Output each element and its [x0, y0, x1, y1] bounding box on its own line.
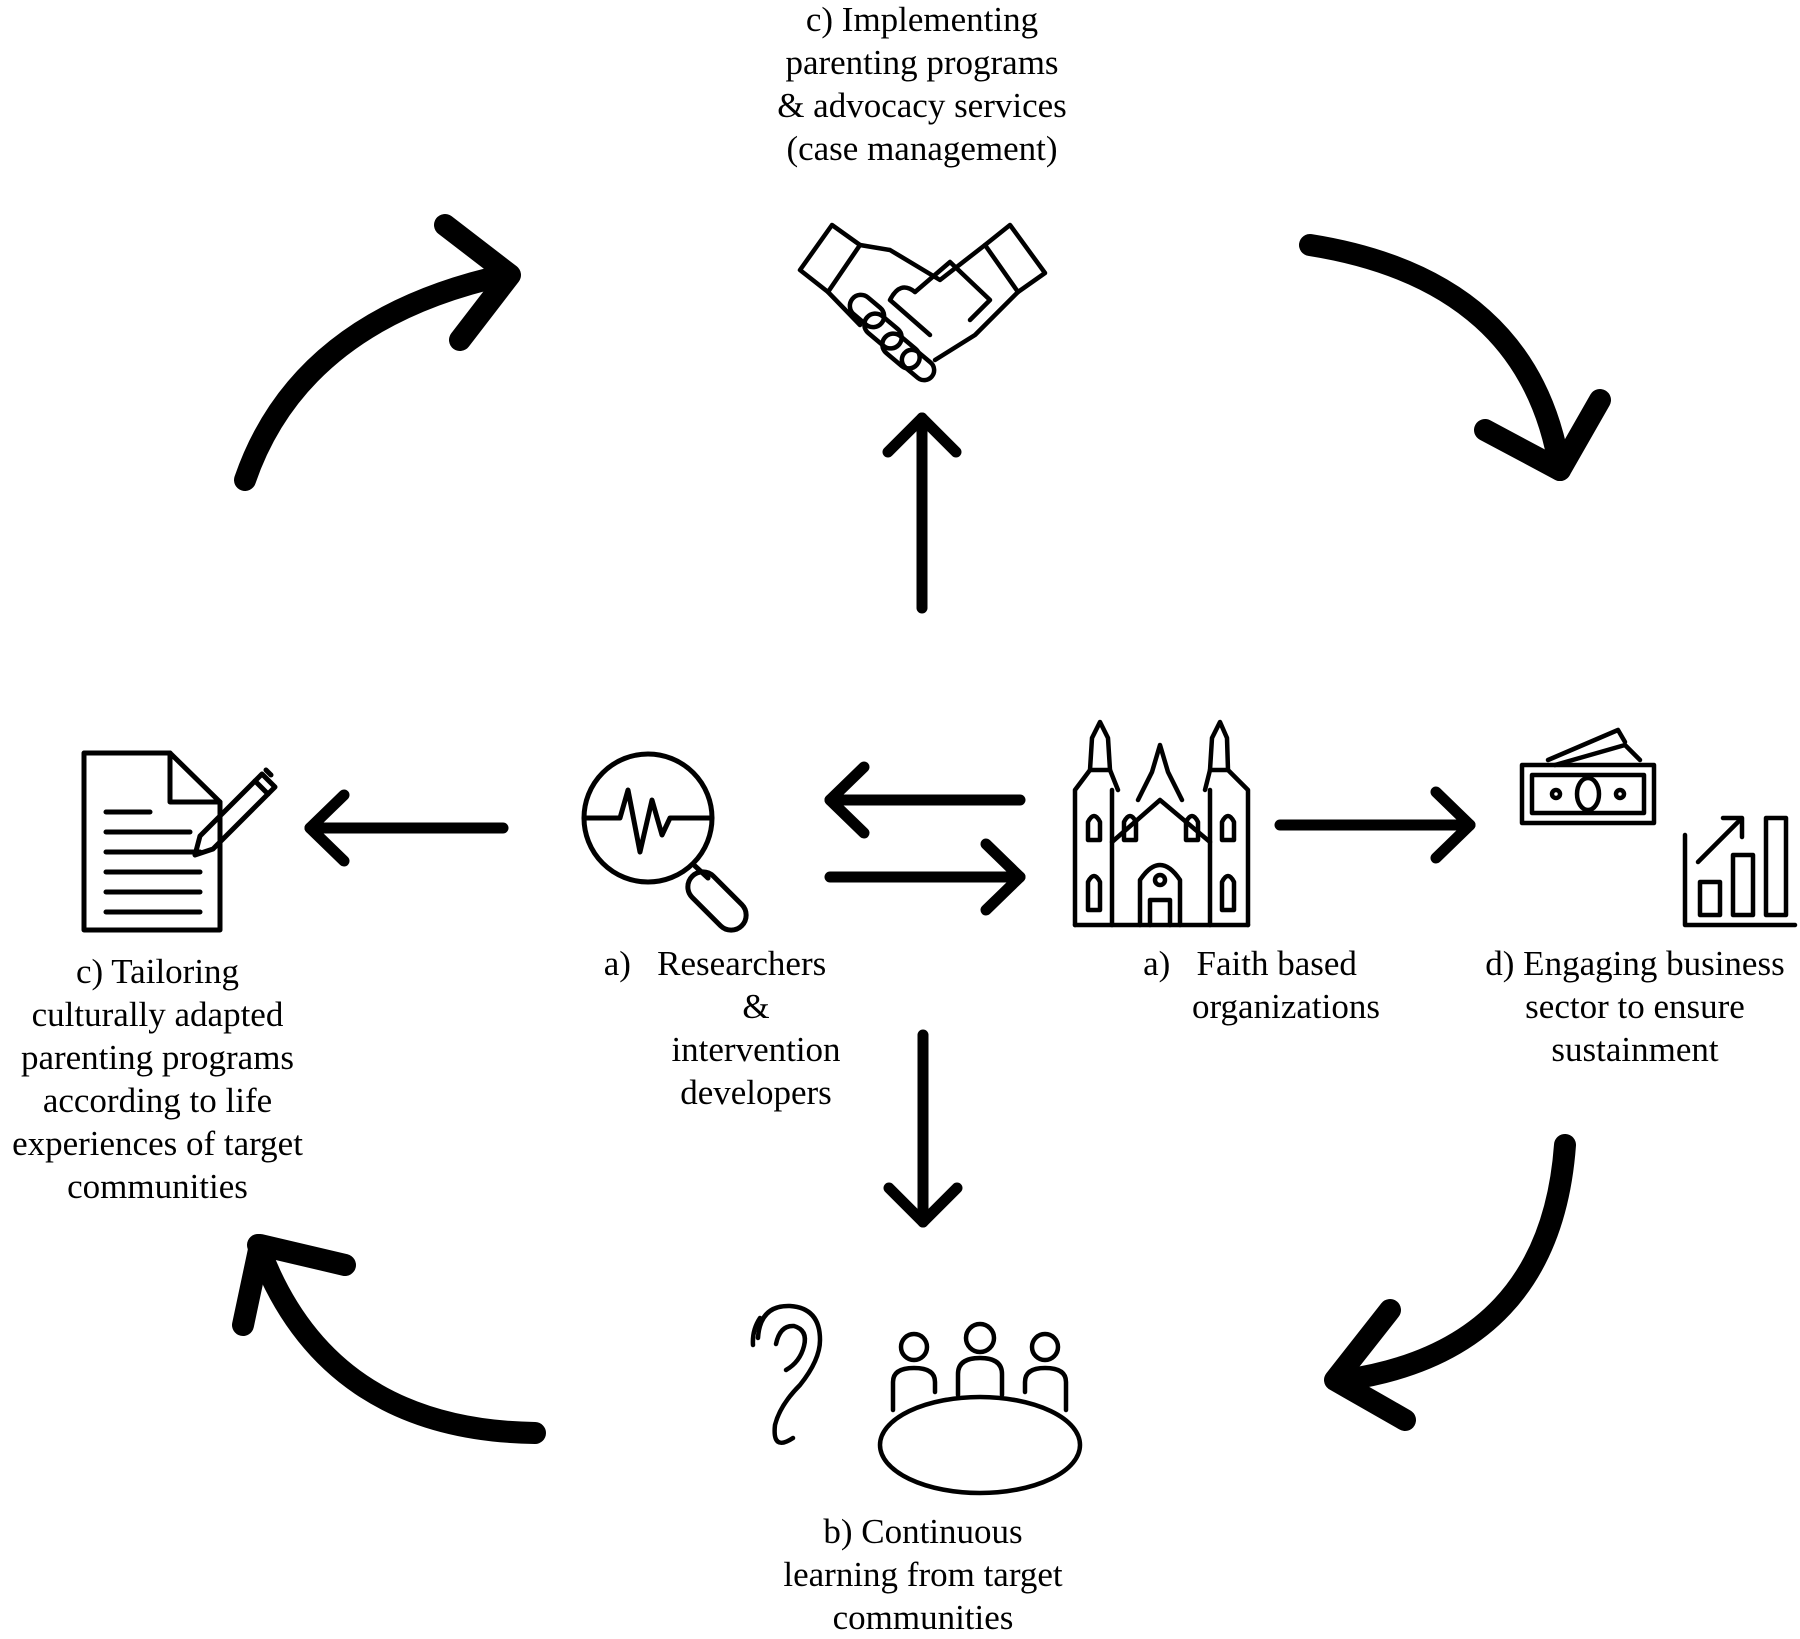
cycle-arrow-bottom-left	[232, 1234, 546, 1444]
faith-label: a) Faith based organizations	[1070, 942, 1430, 1028]
researchers-line-2: &	[742, 987, 770, 1026]
business-line-2: sector to ensure	[1525, 987, 1745, 1026]
ear-and-meeting-table-icon	[750, 1303, 1083, 1496]
researchers-line-4: developers	[680, 1073, 832, 1112]
arrow-left-to-tailoring	[304, 789, 509, 867]
business-line-3: sustainment	[1551, 1030, 1719, 1069]
tailoring-line-6: communities	[67, 1167, 248, 1206]
tailoring-line-4: according to life	[42, 1081, 273, 1120]
arrow-researchers-to-faith	[824, 838, 1026, 916]
magnifier-analysis-icon	[581, 751, 749, 933]
learning-line-3: communities	[832, 1598, 1014, 1637]
tailoring-line-3: parenting programs	[20, 1038, 295, 1077]
implementing-line-4: (case management)	[786, 129, 1058, 168]
business-label: d) Engaging business sector to ensure su…	[1455, 942, 1800, 1071]
arrow-up-to-implementing	[882, 412, 962, 614]
cycle-arrow-top-right	[1299, 234, 1611, 481]
implementing-line-2: parenting programs	[785, 43, 1059, 82]
faith-line-2: organizations	[1192, 987, 1380, 1026]
cathedral-icon	[1072, 719, 1251, 928]
implementing-line-1: c) Implementing	[805, 0, 1039, 39]
cycle-arrow-top-left	[234, 214, 521, 491]
learning-label: b) Continuous learning from target commu…	[742, 1510, 1104, 1639]
implementing-label: c) Implementing parenting programs & adv…	[672, 0, 1172, 170]
arrow-down-to-learning	[883, 1029, 963, 1228]
document-signing-icon	[81, 750, 278, 933]
researchers-line-3: intervention	[671, 1030, 841, 1069]
faith-line-1: a) Faith based	[1143, 944, 1357, 983]
researchers-line-1: a) Researchers	[603, 944, 827, 983]
cycle-arrow-bottom-right	[1324, 1134, 1576, 1431]
tailoring-line-1: c) Tailoring	[75, 952, 240, 991]
tailoring-line-5: experiences of target	[12, 1124, 303, 1163]
tailoring-label: c) Tailoring culturally adapted parentin…	[0, 950, 315, 1208]
money-and-growth-chart-icon	[1519, 727, 1798, 928]
business-line-1: d) Engaging business	[1485, 944, 1785, 983]
arrow-right-to-business	[1274, 786, 1476, 864]
arrow-faith-to-researchers	[824, 761, 1026, 839]
tailoring-line-2: culturally adapted	[31, 995, 284, 1034]
implementing-line-3: & advocacy services	[777, 86, 1067, 125]
researchers-label: a) Researchers & intervention developers	[540, 942, 890, 1114]
learning-line-1: b) Continuous	[823, 1512, 1023, 1551]
learning-line-2: learning from target	[783, 1555, 1063, 1594]
handshake-icon	[797, 222, 1048, 383]
